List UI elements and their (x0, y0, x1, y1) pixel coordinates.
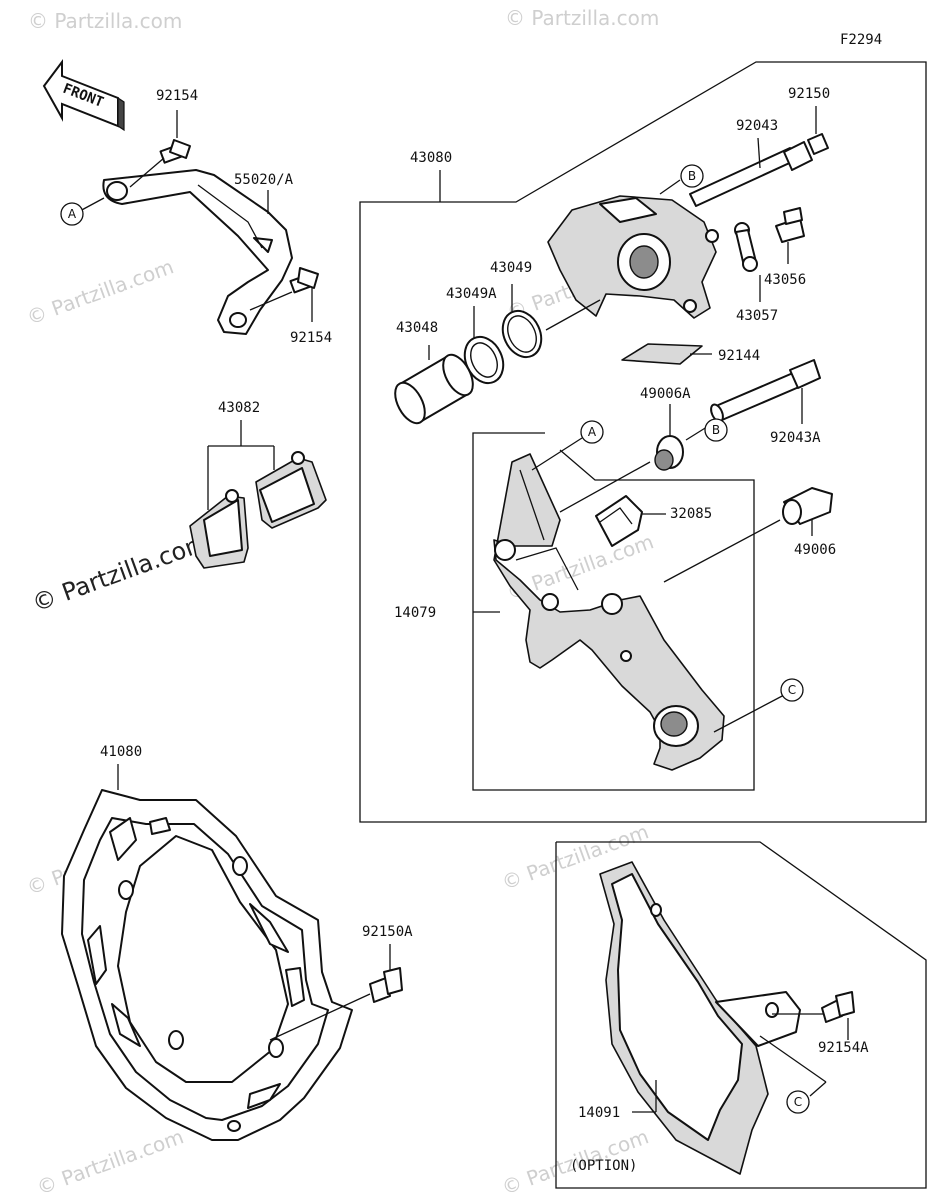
callout-B-caliper: B (680, 164, 704, 188)
pin-92043 (689, 137, 813, 207)
pad-retainer-32085 (595, 495, 666, 547)
label-49006A: 49006A (640, 386, 691, 402)
svg-text:C: C (788, 683, 796, 697)
bolt-92154A (772, 991, 855, 1040)
label-92150: 92150 (788, 86, 830, 102)
svg-text:B: B (712, 423, 720, 437)
svg-text:A: A (68, 207, 77, 221)
label-43049A: 43049A (446, 286, 497, 302)
part-labels: 92154 55020/A 92154 43082 43080 92150 92… (100, 86, 869, 1174)
callout-A-bracket: A (580, 420, 604, 444)
option-label: (OPTION) (570, 1158, 637, 1174)
seal-43049 (501, 309, 543, 359)
option-frame (555, 841, 927, 1189)
caliper-bracket-14079 (473, 453, 787, 771)
label-92154A: 92154A (818, 1040, 869, 1056)
brake-disc-41080 (61, 764, 371, 1141)
label-49006: 49006 (794, 542, 836, 558)
label-92154-top: 92154 (156, 88, 198, 104)
callout-C-bracket: C (780, 678, 804, 702)
bolt-92150A (369, 944, 403, 1003)
callout-A-left: A (60, 202, 84, 226)
callout-C-guard: C (786, 1090, 810, 1114)
label-43082: 43082 (218, 400, 260, 416)
caliper-bracket-frame (472, 432, 755, 791)
disc-guard-14091 (599, 861, 827, 1175)
label-14079: 14079 (394, 605, 436, 621)
label-14091: 14091 (578, 1105, 620, 1121)
watermark: © Partzilla.com (505, 6, 659, 30)
watermark: © Partzilla.com (34, 1124, 187, 1199)
figure-code: F2294 (840, 32, 882, 48)
pad-spring-92144 (621, 343, 712, 365)
label-43080: 43080 (410, 150, 452, 166)
bolt-92154-bottom (249, 267, 319, 311)
bolt-92154-top (129, 139, 191, 188)
svg-text:A: A (588, 425, 597, 439)
label-92144: 92144 (718, 348, 760, 364)
plug-92150 (807, 106, 829, 155)
watermark-prominent: © Partzilla.com (28, 528, 212, 618)
piston-43048 (394, 353, 474, 425)
label-32085: 32085 (670, 506, 712, 522)
front-arrow-icon: FRONT (42, 59, 125, 132)
label-43057: 43057 (736, 308, 778, 324)
label-43049: 43049 (490, 260, 532, 276)
label-55020A: 55020/A (234, 172, 294, 188)
label-92043: 92043 (736, 118, 778, 134)
label-92154-bottom: 92154 (290, 330, 332, 346)
label-43048: 43048 (396, 320, 438, 336)
watermark: © Partzilla.com (28, 9, 182, 33)
label-41080: 41080 (100, 744, 142, 760)
caliper-body (547, 195, 719, 319)
brake-pads-43082 (189, 420, 327, 569)
label-92043A: 92043A (770, 430, 821, 446)
svg-text:B: B (688, 169, 696, 183)
caliper-assembly-frame (359, 61, 927, 823)
callout-B-pin: B (704, 418, 728, 442)
bleeder-43056 (775, 207, 805, 264)
label-43056: 43056 (764, 272, 806, 288)
svg-text:C: C (794, 1095, 802, 1109)
pedal-bracket-55020A (102, 169, 293, 335)
bleeder-cap-43057 (734, 222, 761, 302)
boot-49006 (663, 487, 833, 583)
watermark: © Partzilla.com (24, 254, 177, 329)
boot-49006A (654, 404, 684, 471)
seal-43049A (463, 335, 505, 385)
label-92150A: 92150A (362, 924, 413, 940)
